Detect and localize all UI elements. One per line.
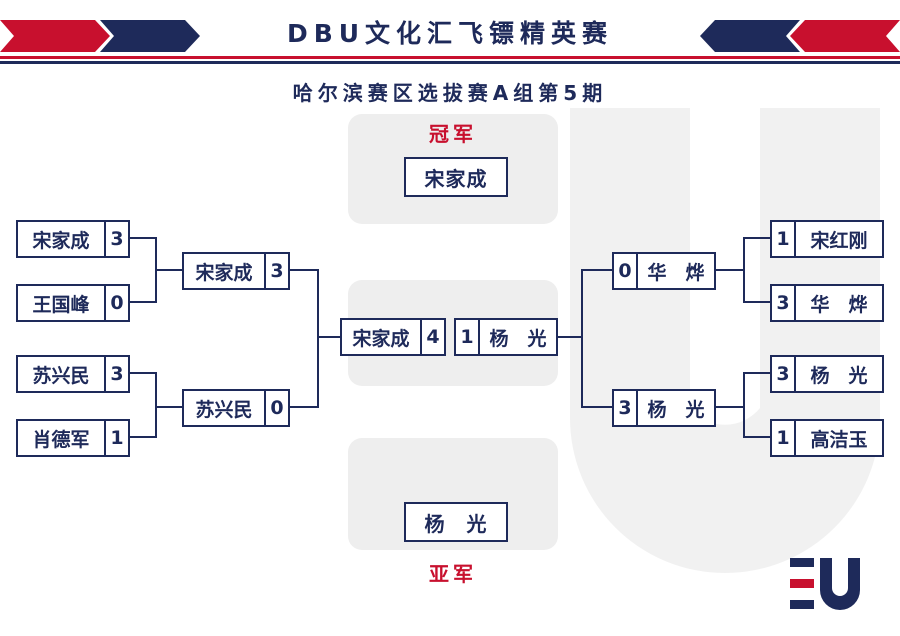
player-name: 高洁玉 bbox=[810, 428, 868, 451]
right-r1-player-2: 3 华 烨 bbox=[770, 284, 884, 322]
player-name: 苏兴民 bbox=[32, 364, 90, 387]
champion-name-box: 宋家成 bbox=[404, 157, 508, 197]
final-right-player: 1 杨 光 bbox=[454, 318, 558, 356]
player-score: 1 bbox=[456, 320, 480, 354]
player-score: 3 bbox=[264, 254, 288, 288]
page-title: DBU文化汇飞镖精英赛 bbox=[286, 19, 614, 48]
player-name: 杨 光 bbox=[810, 364, 868, 387]
player-score: 0 bbox=[264, 391, 288, 425]
player-score: 0 bbox=[614, 254, 638, 288]
player-name: 宋家成 bbox=[195, 261, 253, 284]
right-r1-player-3: 3 杨 光 bbox=[770, 355, 884, 393]
left-semi-player-1: 宋家成 3 bbox=[182, 252, 290, 290]
player-name: 宋红刚 bbox=[810, 229, 868, 252]
right-semi-player-2: 3 杨 光 bbox=[612, 389, 716, 427]
left-r1-player-1: 宋家成 3 bbox=[16, 220, 130, 258]
page-subtitle: 哈尔滨赛区选拔赛A组第5期 bbox=[292, 81, 608, 105]
player-score: 1 bbox=[772, 421, 796, 455]
player-name: 华 烨 bbox=[647, 261, 705, 284]
player-score: 4 bbox=[420, 320, 444, 354]
runner-up-label: 亚军 bbox=[429, 562, 477, 586]
final-left-player: 宋家成 4 bbox=[340, 318, 446, 356]
player-score: 3 bbox=[772, 357, 796, 391]
right-r1-player-1: 1 宋红刚 bbox=[770, 220, 884, 258]
left-r1-player-3: 苏兴民 3 bbox=[16, 355, 130, 393]
left-r1-player-4: 肖德军 1 bbox=[16, 419, 130, 457]
left-r1-player-2: 王国峰 0 bbox=[16, 284, 130, 322]
eu-logo-icon bbox=[790, 558, 860, 610]
player-score: 1 bbox=[772, 222, 796, 256]
player-name: 苏兴民 bbox=[195, 398, 253, 421]
player-score: 3 bbox=[104, 357, 128, 391]
player-name: 杨 光 bbox=[489, 327, 547, 350]
player-score: 3 bbox=[104, 222, 128, 256]
champion-label: 冠军 bbox=[429, 122, 477, 146]
runner-up-name-box: 杨 光 bbox=[404, 502, 508, 542]
player-score: 3 bbox=[772, 286, 796, 320]
left-semi-player-2: 苏兴民 0 bbox=[182, 389, 290, 427]
player-name: 王国峰 bbox=[32, 293, 90, 316]
player-name: 华 烨 bbox=[810, 293, 868, 316]
player-name: 宋家成 bbox=[32, 229, 90, 252]
player-name: 宋家成 bbox=[352, 327, 410, 350]
right-semi-player-1: 0 华 烨 bbox=[612, 252, 716, 290]
player-name: 杨 光 bbox=[647, 398, 705, 421]
player-score: 3 bbox=[614, 391, 638, 425]
right-r1-player-4: 1 高洁玉 bbox=[770, 419, 884, 457]
player-name: 肖德军 bbox=[32, 428, 90, 451]
player-score: 0 bbox=[104, 286, 128, 320]
player-score: 1 bbox=[104, 421, 128, 455]
